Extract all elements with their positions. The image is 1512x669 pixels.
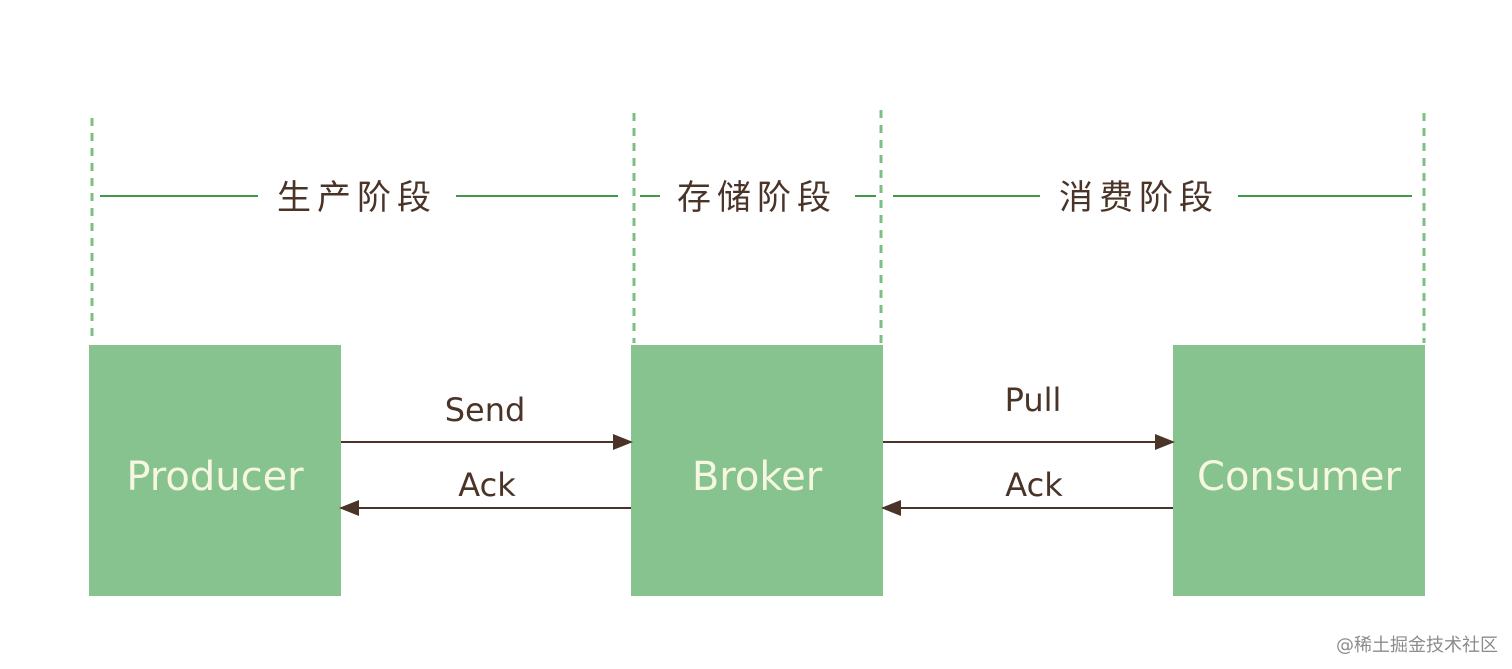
broker-label: Broker: [692, 454, 823, 500]
phase-label-consumption: 消费阶段: [1059, 178, 1219, 218]
consumer-box: [1173, 345, 1425, 596]
phase-label-storage: 存储阶段: [677, 178, 837, 218]
consumer-label: Consumer: [1197, 454, 1402, 500]
phase-label-production: 生产阶段: [277, 178, 437, 218]
send-label: Send: [445, 391, 526, 429]
watermark: @稀土掘金技术社区: [1336, 635, 1498, 656]
ack-label-producer: Ack: [458, 466, 516, 504]
broker-box: [631, 345, 883, 596]
producer-label: Producer: [126, 454, 304, 500]
ack-label-consumer: Ack: [1005, 466, 1063, 504]
producer-box: [89, 345, 341, 596]
pull-label: Pull: [1005, 381, 1062, 419]
